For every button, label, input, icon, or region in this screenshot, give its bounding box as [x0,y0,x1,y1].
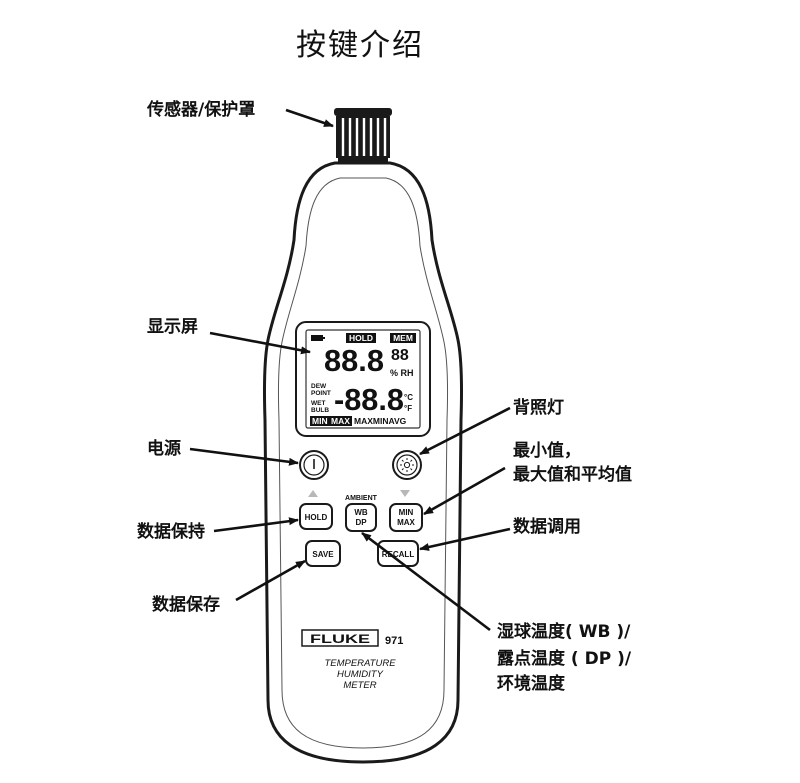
battery-icon [311,335,325,341]
min-label: MIN [399,508,414,517]
label-backlight: 背照灯 [513,398,564,418]
callout-arrows [189,108,511,632]
ambient-label: AMBIENT [345,495,378,502]
brand: FLUKE [310,632,370,646]
lcd-mem: MEM [393,333,413,343]
label-recall: 数据调用 [513,517,581,537]
sensor-cap [334,108,392,165]
lcd-dew-1: DEW [311,383,327,390]
label-save: 数据保存 [152,595,220,615]
label-minmax-2: 最大值和平均值 [513,465,632,485]
desc-3: METER [343,680,376,691]
lcd-wet-2: BULB [311,407,329,414]
desc-2: HUMIDITY [337,669,384,680]
min-max-button[interactable]: MIN MAX [389,503,423,532]
model-number: 971 [385,635,403,647]
lcd-hold: HOLD [349,333,373,343]
dp-label: DP [355,518,367,527]
lcd-wet-1: WET [311,400,325,407]
meter-body-inner [277,177,449,749]
lcd-screen [305,329,421,429]
recall-button-label: RECALL [382,550,415,559]
label-wbdp-2: 露点温度 ( DP )/ [497,649,632,669]
save-button[interactable]: SAVE [305,540,341,567]
wb-dp-button[interactable]: WB DP [345,503,377,532]
max-label: MAX [397,518,415,527]
arrow-backlight [419,406,511,456]
save-button-label: SAVE [312,550,334,559]
label-hold: 数据保持 [137,522,205,542]
lcd-bottom-rest: MAXMINAVG [354,416,407,426]
arrow-wbdp [361,531,491,632]
lcd-dew-2: POINT [311,390,331,397]
arrow-recall [419,527,511,551]
lcd-min: MIN [312,416,328,426]
page-title: 按键介绍 [296,28,424,63]
backlight-button[interactable] [392,450,422,480]
label-wbdp-3: 环境温度 [497,674,565,694]
fluke-logo: FLUKE [301,629,379,647]
lcd-unit-c: °C [404,393,413,402]
label-wbdp-1: 湿球温度( WB )/ [497,622,631,642]
up-triangle-icon [308,490,318,497]
lcd-rh-unit: % RH [390,368,414,378]
hold-button[interactable]: HOLD [299,503,333,530]
lcd-mem-digits: 88 [391,347,409,364]
label-sensor-cap: 传感器/保护罩 [147,100,256,120]
lcd-main-digits: 88.8 [324,343,384,378]
recall-button[interactable]: RECALL [377,540,419,567]
power-button[interactable] [299,450,329,480]
lcd-unit-f: °F [404,404,412,413]
arrow-save [235,559,306,602]
arrow-minmax [423,466,506,516]
arrow-sensor [285,108,334,128]
lcd-temp-digits: -88.8 [334,382,404,417]
arrow-hold [213,517,299,533]
down-triangle-icon [400,490,410,497]
meter-body-outline [262,161,464,764]
wb-label: WB [354,508,368,517]
arrow-display [209,331,311,355]
label-minmax-1: 最小值， [513,441,581,461]
desc-1: TEMPERATURE [324,658,396,669]
label-display: 显示屏 [147,317,198,337]
lcd-max: MAX [331,416,350,426]
hold-button-label: HOLD [305,513,328,522]
sun-icon [400,458,414,472]
arrow-power [189,447,299,466]
label-power: 电源 [147,439,181,459]
